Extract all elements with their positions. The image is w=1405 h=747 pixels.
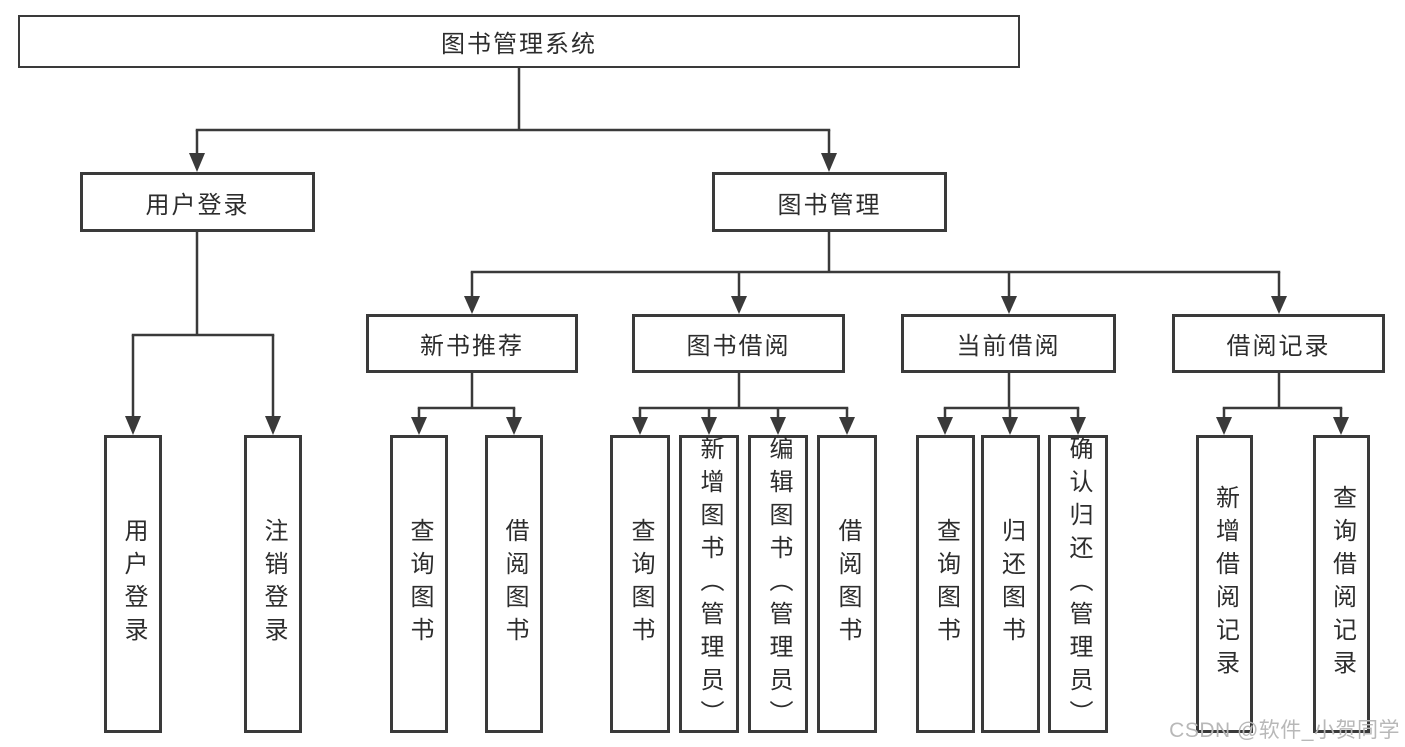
node-book-management: 图书管理	[712, 172, 947, 232]
connector-current-borrowing-children	[937, 373, 1086, 435]
leaf-query-borrow-record-label: 查询借阅记录	[1328, 485, 1356, 683]
node-book-borrowing-label: 图书借阅	[686, 333, 791, 360]
leaf-confirm-return-admin-label: 确认归还（管理员）	[1065, 435, 1092, 733]
leaf-edit-books-admin: 编辑图书（管理员）	[748, 435, 808, 733]
leaf-query-books-recommend: 查询图书	[390, 435, 448, 733]
leaf-user-login-label: 用户登录	[120, 518, 147, 650]
leaf-borrow-books-recommend-label: 借阅图书	[501, 518, 528, 650]
leaf-return-books: 归还图书	[981, 435, 1040, 733]
node-root-label: 图书管理系统	[441, 31, 597, 58]
connector-borrowing-records-children	[1216, 373, 1349, 435]
node-root: 图书管理系统	[18, 15, 1020, 68]
connector-user-login-children	[125, 232, 281, 435]
node-new-book-recommendation: 新书推荐	[366, 314, 578, 373]
node-borrowing-records: 借阅记录	[1172, 314, 1385, 373]
connector-new-book-recommendation-children	[411, 373, 522, 435]
leaf-borrow-books-borrowing: 借阅图书	[817, 435, 877, 733]
leaf-query-books-borrowing-label: 查询图书	[627, 518, 654, 650]
leaf-query-books-current: 查询图书	[916, 435, 975, 733]
leaf-confirm-return-admin: 确认归还（管理员）	[1048, 435, 1108, 733]
leaf-logout-label: 注销登录	[260, 518, 287, 650]
connector-book-borrowing-children	[632, 373, 855, 435]
leaf-query-books-recommend-label: 查询图书	[406, 518, 433, 650]
leaf-logout: 注销登录	[244, 435, 302, 733]
connector-root-to-level2	[189, 68, 837, 172]
node-book-management-label: 图书管理	[777, 191, 882, 219]
node-borrowing-records-label: 借阅记录	[1226, 333, 1331, 360]
node-current-borrowing-label: 当前借阅	[956, 333, 1061, 360]
leaf-add-borrow-record: 新增借阅记录	[1196, 435, 1253, 733]
leaf-edit-books-admin-label: 编辑图书（管理员）	[765, 435, 792, 733]
leaf-query-books-borrowing: 查询图书	[610, 435, 670, 733]
node-current-borrowing: 当前借阅	[901, 314, 1116, 373]
leaf-query-borrow-record: 查询借阅记录	[1313, 435, 1370, 733]
node-book-borrowing: 图书借阅	[632, 314, 845, 373]
node-user-login: 用户登录	[80, 172, 315, 232]
csdn-watermark: CSDN @软件_小贺同学	[1169, 719, 1400, 742]
leaf-borrow-books-recommend: 借阅图书	[485, 435, 543, 733]
node-user-login-label: 用户登录	[145, 191, 250, 219]
leaf-add-books-admin: 新增图书（管理员）	[679, 435, 739, 733]
leaf-query-books-current-label: 查询图书	[932, 518, 960, 650]
leaf-add-borrow-record-label: 新增借阅记录	[1211, 485, 1239, 683]
leaf-return-books-label: 归还图书	[997, 518, 1025, 650]
connector-book-management-children	[464, 232, 1287, 314]
leaf-add-books-admin-label: 新增图书（管理员）	[696, 435, 723, 733]
leaf-user-login: 用户登录	[104, 435, 162, 733]
leaf-borrow-books-borrowing-label: 借阅图书	[834, 518, 861, 650]
node-new-book-recommendation-label: 新书推荐	[420, 333, 524, 360]
